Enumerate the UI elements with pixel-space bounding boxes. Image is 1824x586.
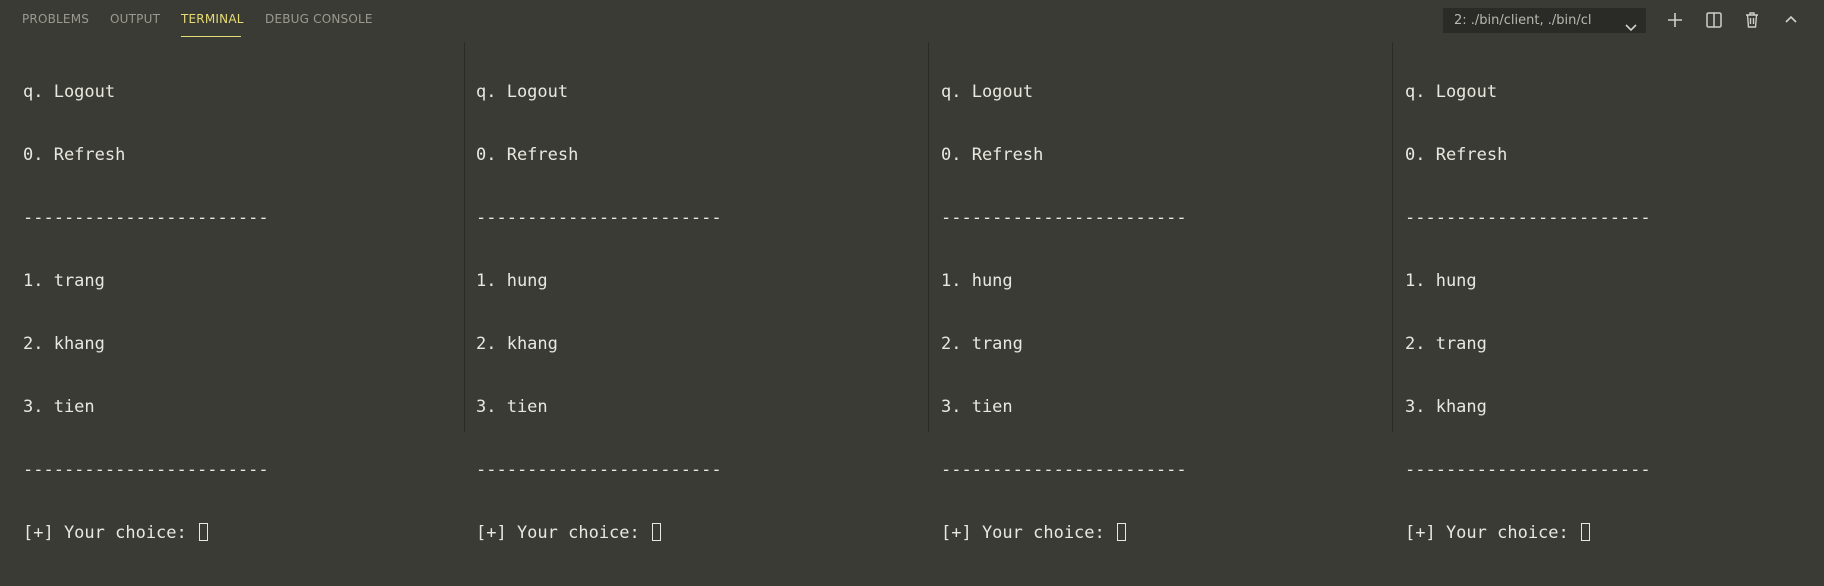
terminal-line: 0. Refresh xyxy=(23,145,126,165)
terminal-output: q. Logout 0. Refresh -------------------… xyxy=(941,40,1187,586)
terminal-line: ------------------------ xyxy=(23,460,269,480)
pane-divider[interactable] xyxy=(928,42,929,432)
terminal-output: q. Logout 0. Refresh -------------------… xyxy=(1405,40,1651,586)
terminal-pane-2[interactable]: q. Logout 0. Refresh -------------------… xyxy=(464,40,928,543)
terminal-output: q. Logout 0. Refresh -------------------… xyxy=(476,40,722,586)
terminal-prompt-line: [+] Your choice: xyxy=(941,523,1187,544)
terminal-line: q. Logout xyxy=(941,82,1034,102)
terminal-line: 1. hung xyxy=(1405,271,1477,291)
terminal-prompt: [+] Your choice: xyxy=(941,523,1115,543)
terminal-instance-select[interactable]: 2: ./bin/client, ./bin/cl xyxy=(1443,8,1646,33)
split-terminal-icon[interactable] xyxy=(1703,9,1725,31)
terminal-line: 0. Refresh xyxy=(1405,145,1508,165)
terminal-prompt-line: [+] Your choice: xyxy=(23,523,269,544)
terminal-line: 3. tien xyxy=(476,397,548,417)
terminal-line: 1. hung xyxy=(476,271,548,291)
terminal-line: 3. tien xyxy=(941,397,1013,417)
tab-debug-console[interactable]: DEBUG CONSOLE xyxy=(265,12,373,26)
terminal-line: q. Logout xyxy=(1405,82,1498,102)
terminal-cursor xyxy=(1117,523,1126,541)
pane-divider[interactable] xyxy=(1392,42,1393,432)
plus-icon[interactable] xyxy=(1664,9,1686,31)
terminal-split-area: q. Logout 0. Refresh -------------------… xyxy=(0,40,1824,543)
terminal-line: ------------------------ xyxy=(476,208,722,228)
tab-output[interactable]: OUTPUT xyxy=(110,12,161,26)
terminal-prompt: [+] Your choice: xyxy=(23,523,197,543)
terminal-line: 0. Refresh xyxy=(941,145,1044,165)
terminal-line: 3. khang xyxy=(1405,397,1487,417)
terminal-line: ------------------------ xyxy=(23,208,269,228)
terminal-pane-1[interactable]: q. Logout 0. Refresh -------------------… xyxy=(0,40,464,543)
terminal-line: 3. tien xyxy=(23,397,95,417)
terminal-prompt: [+] Your choice: xyxy=(1405,523,1579,543)
terminal-line: ------------------------ xyxy=(941,208,1187,228)
terminal-cursor xyxy=(199,523,208,541)
terminal-prompt: [+] Your choice: xyxy=(476,523,650,543)
terminal-line: ------------------------ xyxy=(1405,208,1651,228)
terminal-line: 0. Refresh xyxy=(476,145,579,165)
terminal-line: 2. khang xyxy=(23,334,105,354)
terminal-cursor xyxy=(652,523,661,541)
chevron-down-icon xyxy=(1625,16,1637,33)
terminal-line: 1. hung xyxy=(941,271,1013,291)
terminal-cursor xyxy=(1581,523,1590,541)
pane-divider[interactable] xyxy=(464,42,465,432)
tab-problems[interactable]: PROBLEMS xyxy=(22,12,90,26)
panel-tab-bar: PROBLEMS OUTPUT TERMINAL DEBUG CONSOLE 2… xyxy=(0,0,1824,40)
terminal-prompt-line: [+] Your choice: xyxy=(476,523,722,544)
terminal-pane-3[interactable]: q. Logout 0. Refresh -------------------… xyxy=(928,40,1392,543)
terminal-line: 2. trang xyxy=(1405,334,1487,354)
terminal-line: ------------------------ xyxy=(476,460,722,480)
active-tab-indicator xyxy=(181,36,241,37)
terminal-line: q. Logout xyxy=(476,82,569,102)
terminal-instance-label: 2: ./bin/client, ./bin/cl xyxy=(1454,13,1592,28)
terminal-line: ------------------------ xyxy=(941,460,1187,480)
terminal-line: ------------------------ xyxy=(1405,460,1651,480)
terminal-line: 2. trang xyxy=(941,334,1023,354)
terminal-panel: PROBLEMS OUTPUT TERMINAL DEBUG CONSOLE 2… xyxy=(0,0,1824,543)
chevron-up-icon[interactable] xyxy=(1780,9,1802,31)
trash-icon[interactable] xyxy=(1741,9,1763,31)
terminal-line: q. Logout xyxy=(23,82,116,102)
terminal-prompt-line: [+] Your choice: xyxy=(1405,523,1651,544)
terminal-line: 1. trang xyxy=(23,271,105,291)
terminal-pane-4[interactable]: q. Logout 0. Refresh -------------------… xyxy=(1392,40,1824,543)
tab-terminal[interactable]: TERMINAL xyxy=(181,12,244,26)
terminal-output: q. Logout 0. Refresh -------------------… xyxy=(23,40,269,586)
terminal-line: 2. khang xyxy=(476,334,558,354)
